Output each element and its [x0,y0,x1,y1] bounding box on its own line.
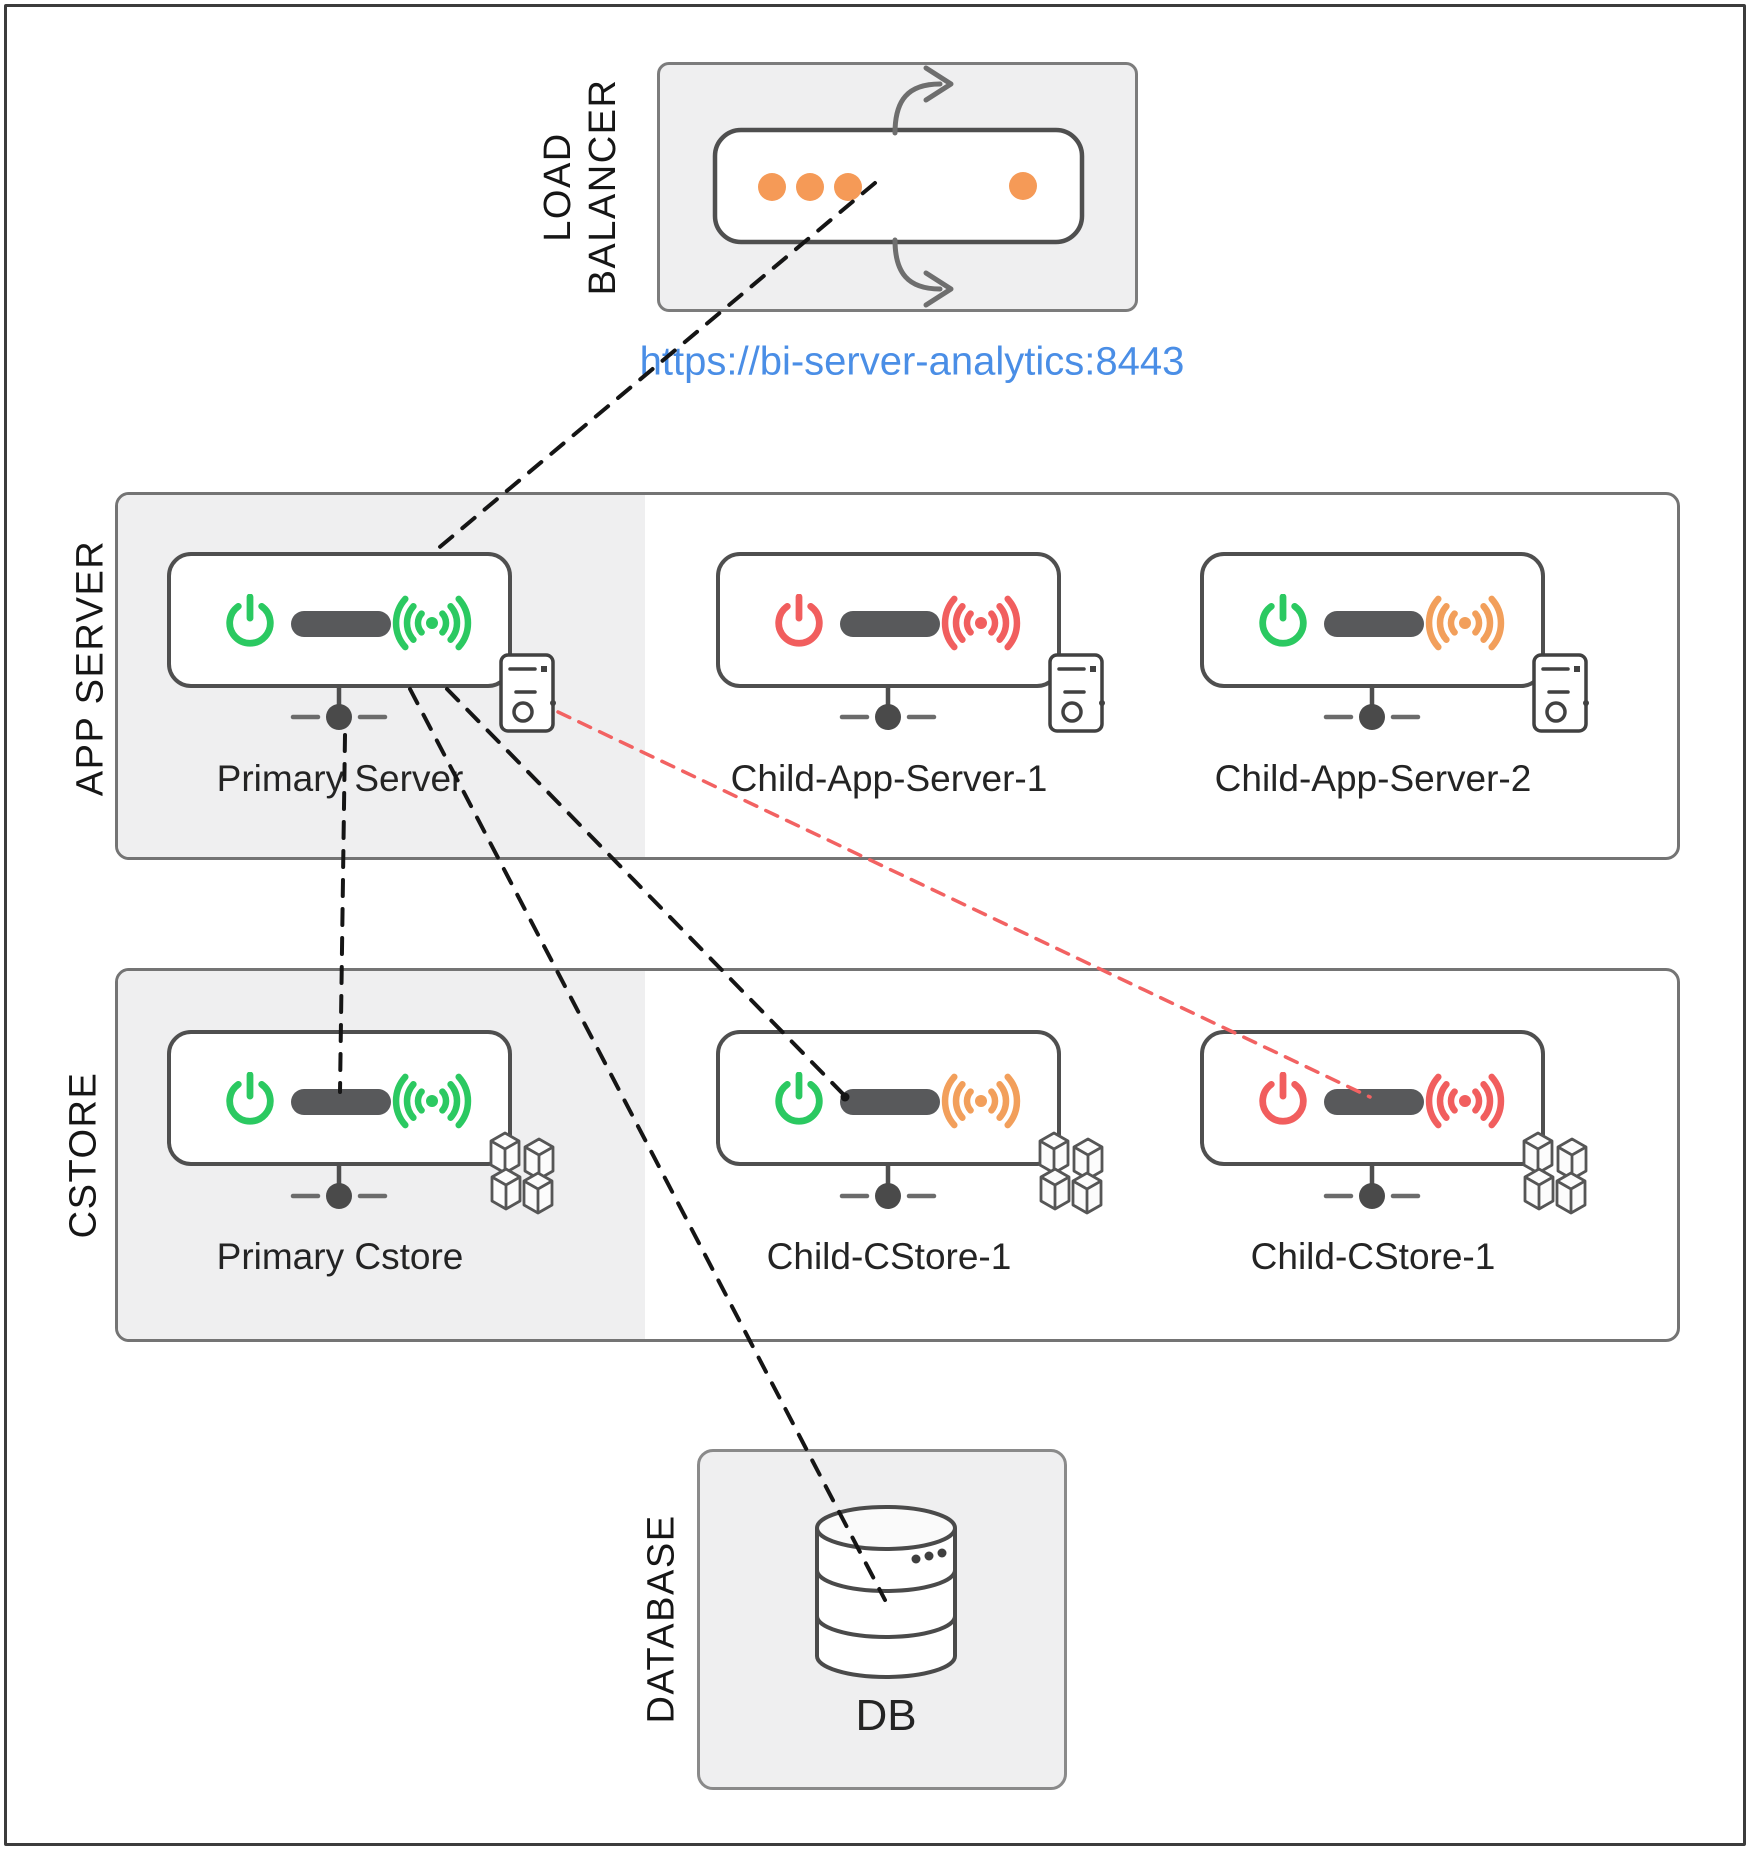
load-balancer-label-line1: LOAD [537,132,580,242]
power-icon [1254,1071,1312,1130]
node-label: Primary Server [216,758,464,799]
cstore-section-label: CSTORE [62,1071,105,1239]
node-label: Child-CStore-1 [766,1236,1012,1277]
status-dash [840,1089,940,1115]
server-node-primary-server [167,552,512,688]
status-dash [840,611,940,637]
status-dash [1324,1089,1424,1115]
signal-icon [941,593,1021,653]
status-dash [1324,611,1424,637]
app-server-section-label: APP SERVER [69,539,112,797]
signal-icon [1425,593,1505,653]
server-node-child-app-server-1 [716,552,1061,688]
load-balancer-label: LOAD BALANCER [536,79,626,296]
signal-icon [941,1071,1021,1131]
power-icon [770,1071,828,1130]
power-icon [221,1071,279,1130]
load-balancer-panel [657,62,1138,312]
signal-icon [392,593,472,653]
load-balancer-url-link[interactable]: https://bi-server-analytics:8443 [639,339,1185,384]
server-node-child-cstore-1 [716,1030,1061,1166]
server-node-child-cstore-1-right [1200,1030,1545,1166]
node-label: Primary Cstore [216,1236,464,1277]
power-icon [1254,593,1312,652]
status-dash [291,1089,391,1115]
power-icon [770,593,828,652]
status-dash [291,611,391,637]
database-section-label: DATABASE [640,1514,683,1724]
load-balancer-label-line2: BALANCER [582,78,624,296]
node-label: Child-App-Server-2 [1214,758,1532,799]
signal-icon [1425,1071,1505,1131]
signal-icon [392,1071,472,1131]
node-label: Child-CStore-1 [1250,1236,1496,1277]
database-node-label: DB [855,1691,917,1740]
node-label: Child-App-Server-1 [730,758,1048,799]
server-node-child-app-server-2 [1200,552,1545,688]
server-node-primary-cstore [167,1030,512,1166]
power-icon [221,593,279,652]
